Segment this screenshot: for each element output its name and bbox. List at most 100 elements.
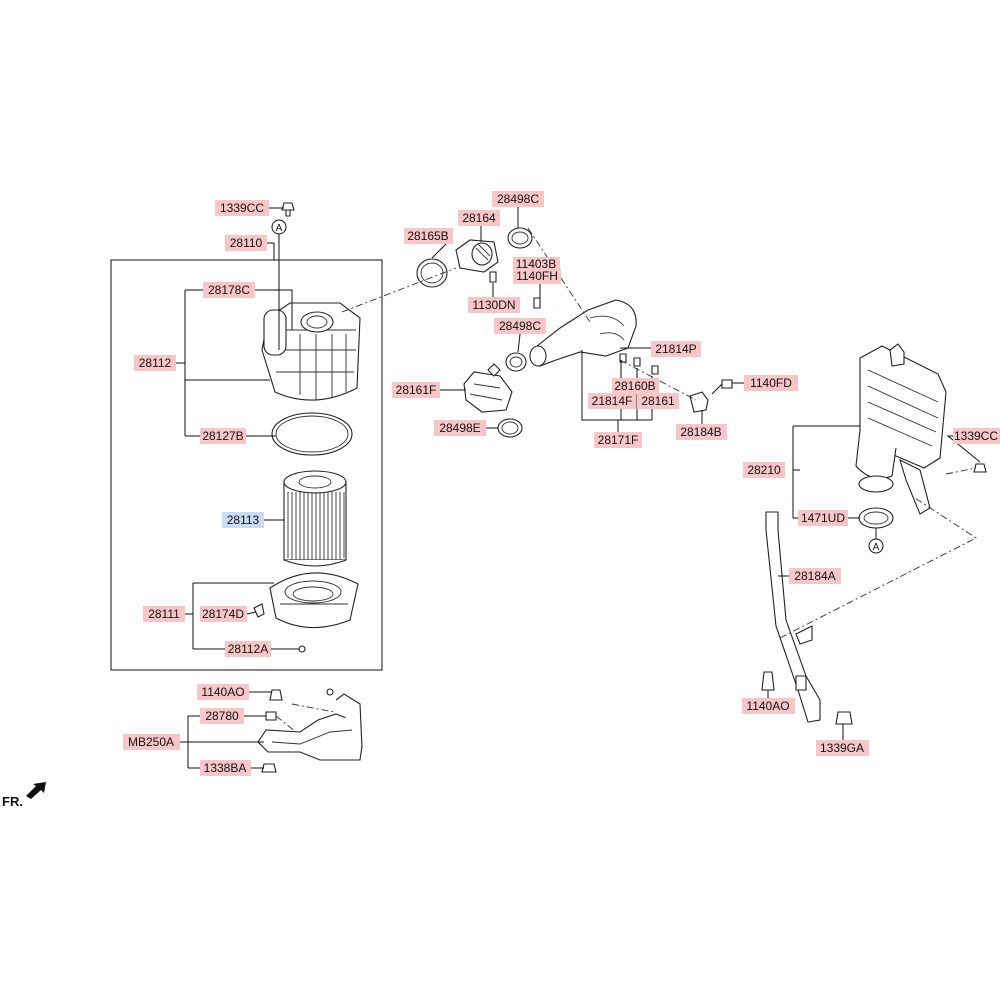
bracket-nut[interactable] <box>261 763 277 773</box>
duct-bracket[interactable] <box>689 391 709 413</box>
bracket-screw[interactable] <box>533 297 541 309</box>
part-label-bg <box>676 424 727 440</box>
cap-bolt[interactable] <box>281 202 295 217</box>
front-direction-label: FR. <box>2 794 23 809</box>
part-label-1140AO-left[interactable]: 1140AO <box>197 684 249 700</box>
part-label-28165B[interactable]: 28165B <box>404 228 453 244</box>
part-label-28498C-top[interactable]: 28498C <box>492 191 544 207</box>
part-label-bg <box>222 512 264 528</box>
part-label-28112[interactable]: 28112 <box>134 355 176 371</box>
callout-a-right-letter: A <box>873 542 880 553</box>
resonator-nut[interactable] <box>973 463 987 473</box>
part-label-28178C[interactable]: 28178C <box>203 282 255 298</box>
drain-plug[interactable] <box>298 645 306 653</box>
part-label-28498E[interactable]: 28498E <box>434 420 486 436</box>
part-label-21814F[interactable]: 21814F <box>588 393 636 409</box>
bracket-bolt[interactable] <box>269 689 283 701</box>
part-label-text: 28210 <box>747 463 781 477</box>
part-label-1140FD[interactable]: 1140FD <box>744 375 798 391</box>
part-label-1339CC-right[interactable]: 1339CC <box>953 428 1000 444</box>
part-label-28164[interactable]: 28164 <box>458 210 500 226</box>
part-label-bg <box>953 428 1000 444</box>
bracket-grommet[interactable] <box>265 711 277 721</box>
part-label-bg <box>494 318 546 334</box>
part-label-text: 1130DN <box>472 298 515 312</box>
part-label-1471UD[interactable]: 1471UD <box>798 510 848 526</box>
air-cleaner-assembly-frame <box>110 259 383 671</box>
callout-a-top: A <box>271 219 287 235</box>
duct-bolt[interactable] <box>711 379 733 395</box>
air-flow-sensor[interactable] <box>455 239 499 273</box>
stay-bolt[interactable] <box>761 671 775 691</box>
part-label-28112A[interactable]: 28112A <box>225 641 271 657</box>
part-label-bg <box>225 641 271 657</box>
part-label-text: 28165B <box>407 229 448 243</box>
callout-a-top-letter: A <box>276 223 283 234</box>
part-label-28171F[interactable]: 28171F <box>594 432 642 448</box>
part-label-1140FH[interactable]: 1140FH <box>513 269 561 284</box>
drain-valve-clip[interactable] <box>253 603 265 618</box>
part-label-text: 21814F <box>592 394 633 408</box>
part-label-28111[interactable]: 28111 <box>143 606 185 622</box>
lower-hose-clamp[interactable] <box>497 418 523 438</box>
part-label-28160B[interactable]: 28160B <box>612 378 659 394</box>
mounting-bracket[interactable] <box>257 688 363 761</box>
part-label-text: 28111 <box>148 607 180 621</box>
part-label-28210[interactable]: 28210 <box>743 462 785 478</box>
assembly-line-sensor <box>341 267 457 313</box>
mid-hose-clamp[interactable] <box>505 352 527 372</box>
intake-connector-hose[interactable] <box>463 363 513 413</box>
upper-hose-clamp[interactable] <box>507 227 533 249</box>
part-label-text: 28184B <box>680 425 721 439</box>
part-label-bg <box>743 462 785 478</box>
part-label-bg <box>434 420 486 436</box>
part-label-21814P[interactable]: 21814P <box>651 341 701 357</box>
resonator-assembly[interactable] <box>855 343 947 515</box>
part-label-bg <box>798 510 848 526</box>
part-label-28161F[interactable]: 28161F <box>392 382 440 398</box>
filter-element[interactable] <box>283 470 347 567</box>
part-label-text: 28498C <box>497 192 539 206</box>
sensor-screw[interactable] <box>489 271 497 283</box>
part-label-1339CC-top[interactable]: 1339CC <box>215 200 269 216</box>
part-label-MB250A[interactable]: MB250A <box>123 734 180 750</box>
duct-clip-c[interactable] <box>651 365 659 375</box>
part-label-1140AO-right[interactable]: 1140AO <box>742 698 795 714</box>
part-label-text: 28161F <box>396 383 437 397</box>
assembly-line-stay <box>779 495 977 639</box>
part-label-28110[interactable]: 28110 <box>225 235 267 251</box>
resonator-hose-clamp[interactable] <box>858 507 894 529</box>
part-label-text: 28184A <box>794 569 835 583</box>
part-label-text: 28780 <box>205 709 239 723</box>
part-label-1338BA[interactable]: 1338BA <box>200 760 251 776</box>
part-label-28780[interactable]: 28780 <box>200 708 244 724</box>
part-label-28184A[interactable]: 28184A <box>789 568 841 584</box>
stay-nut[interactable] <box>835 711 853 725</box>
duct-clip-b[interactable] <box>633 357 641 367</box>
part-label-text: 28174D <box>202 607 244 621</box>
part-label-text: 1140FH <box>516 269 558 283</box>
part-label-text: 1339CC <box>954 429 998 443</box>
part-label-28174D[interactable]: 28174D <box>200 606 247 622</box>
part-label-1130DN[interactable]: 1130DN <box>468 297 520 313</box>
part-label-bg <box>200 760 251 776</box>
air-cleaner-lower-housing[interactable] <box>269 572 359 629</box>
housing-gasket-ring[interactable] <box>271 412 353 456</box>
intake-duct-hose[interactable] <box>529 299 637 367</box>
part-label-28127B[interactable]: 28127B <box>200 428 246 444</box>
part-label-1339GA[interactable]: 1339GA <box>816 740 869 756</box>
part-label-11403B[interactable]: 11403B <box>513 257 560 271</box>
part-label-28113[interactable]: 28113 <box>222 512 264 528</box>
part-label-bg <box>404 228 453 244</box>
air-cleaner-upper-housing[interactable] <box>261 302 361 401</box>
support-stay[interactable] <box>765 511 821 723</box>
part-label-28184B[interactable]: 28184B <box>676 424 727 440</box>
part-label-bg <box>513 269 561 284</box>
part-label-28161[interactable]: 28161 <box>637 393 679 409</box>
part-label-text: 1140AO <box>746 699 789 713</box>
part-label-bg <box>215 200 269 216</box>
part-label-text: 1140FD <box>750 376 792 390</box>
part-label-28498C-mid[interactable]: 28498C <box>494 318 546 334</box>
